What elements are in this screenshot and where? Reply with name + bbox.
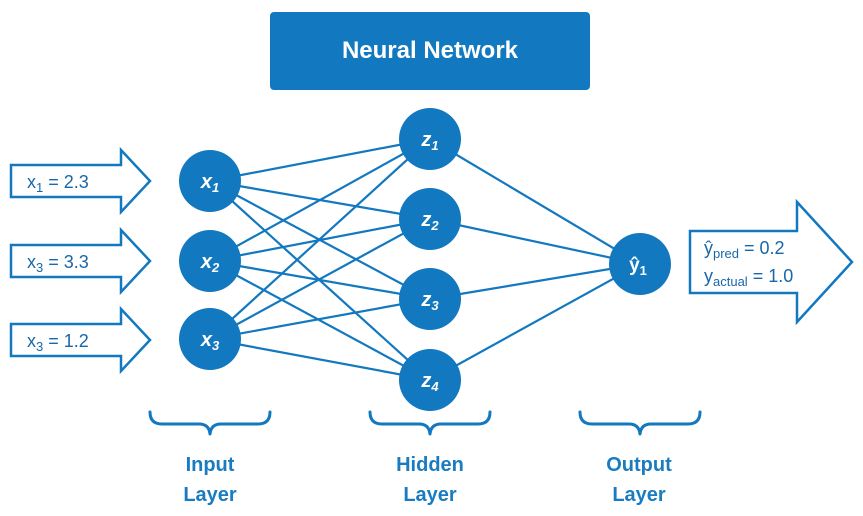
output-layer-label: Output Layer	[559, 450, 719, 510]
node-circle	[399, 188, 461, 250]
edge-x2-z1	[209, 138, 431, 262]
hidden-node-z1: z1	[399, 108, 461, 170]
edge-x3-z1	[209, 138, 431, 340]
node-circle	[399, 349, 461, 411]
edge-z4-y1	[429, 263, 641, 381]
node-circle	[179, 150, 241, 212]
input-arrow-3: x3 = 1.2	[9, 305, 152, 375]
input-arrow-label: x3 = 3.3	[27, 252, 89, 275]
output-layer-brace	[578, 410, 702, 436]
input-arrow-1: x1 = 2.3	[9, 146, 152, 216]
node-label: z3	[420, 289, 439, 313]
input-layer-brace	[148, 410, 272, 436]
input-arrow-label: x3 = 1.2	[27, 331, 89, 354]
node-circle	[179, 230, 241, 292]
output-arrow-shape	[688, 198, 854, 326]
output-layer-label-line2: Layer	[612, 484, 666, 506]
node-label: ŷ1	[629, 255, 647, 278]
input-arrow-label: x1 = 2.3	[27, 172, 89, 195]
layer-braces	[148, 410, 702, 436]
input-arrows: x1 = 2.3 x3 = 3.3 x3 = 1.2	[9, 146, 152, 375]
input-node-x3: x3	[179, 308, 241, 370]
node-label: z1	[420, 129, 438, 153]
input-node-x2: x2	[179, 230, 241, 292]
input-layer-label-line1: Input	[185, 454, 235, 476]
hidden-layer-label-line1: Hidden	[396, 454, 464, 476]
diagram-title: Neural Network	[341, 37, 519, 64]
node-circle	[399, 268, 461, 330]
edge-z1-y1	[429, 138, 641, 265]
node-circle	[399, 108, 461, 170]
edge-x3-z2	[209, 218, 431, 340]
node-label: z4	[420, 370, 439, 394]
hidden-layer-nodes: z1 z2 z3 z4	[399, 108, 461, 411]
input-node-x1: x1	[179, 150, 241, 212]
input-layer-nodes: x1 x2 x3	[179, 150, 241, 370]
node-label: x1	[200, 171, 219, 195]
edge-z2-y1	[429, 217, 641, 266]
hidden-layer-label: Hidden Layer	[350, 450, 510, 510]
title-box: Neural Network	[270, 12, 590, 90]
actual-label: yactual = 1.0	[704, 266, 793, 289]
output-layer-label-line1: Output	[606, 454, 672, 476]
node-label: x2	[200, 251, 220, 275]
prediction-label: ŷpred = 0.2	[704, 238, 785, 261]
hidden-node-z2: z2	[399, 188, 461, 250]
output-arrow: ŷpred = 0.2 yactual = 1.0	[688, 198, 854, 326]
hidden-layer-brace	[368, 410, 492, 436]
edge-x3-z4	[209, 337, 431, 382]
input-arrow-shape	[9, 226, 152, 296]
connections	[209, 137, 641, 382]
node-label: x3	[200, 329, 220, 353]
hidden-node-z3: z3	[399, 268, 461, 330]
edge-x3-z3	[209, 297, 431, 341]
input-layer-label-line2: Layer	[183, 484, 237, 506]
node-circle	[179, 308, 241, 370]
node-label: z2	[420, 209, 439, 233]
edge-z3-y1	[429, 262, 641, 301]
node-circle	[609, 233, 671, 295]
input-arrow-shape	[9, 146, 152, 216]
output-node-y1: ŷ1	[609, 233, 671, 295]
edge-x1-z1	[209, 137, 431, 183]
hidden-layer-label-line2: Layer	[403, 484, 457, 506]
hidden-node-z4: z4	[399, 349, 461, 411]
input-arrow-shape	[9, 305, 152, 375]
edge-x2-z4	[209, 260, 431, 381]
input-layer-label: Input Layer	[130, 450, 290, 510]
input-arrow-2: x3 = 3.3	[9, 226, 152, 296]
